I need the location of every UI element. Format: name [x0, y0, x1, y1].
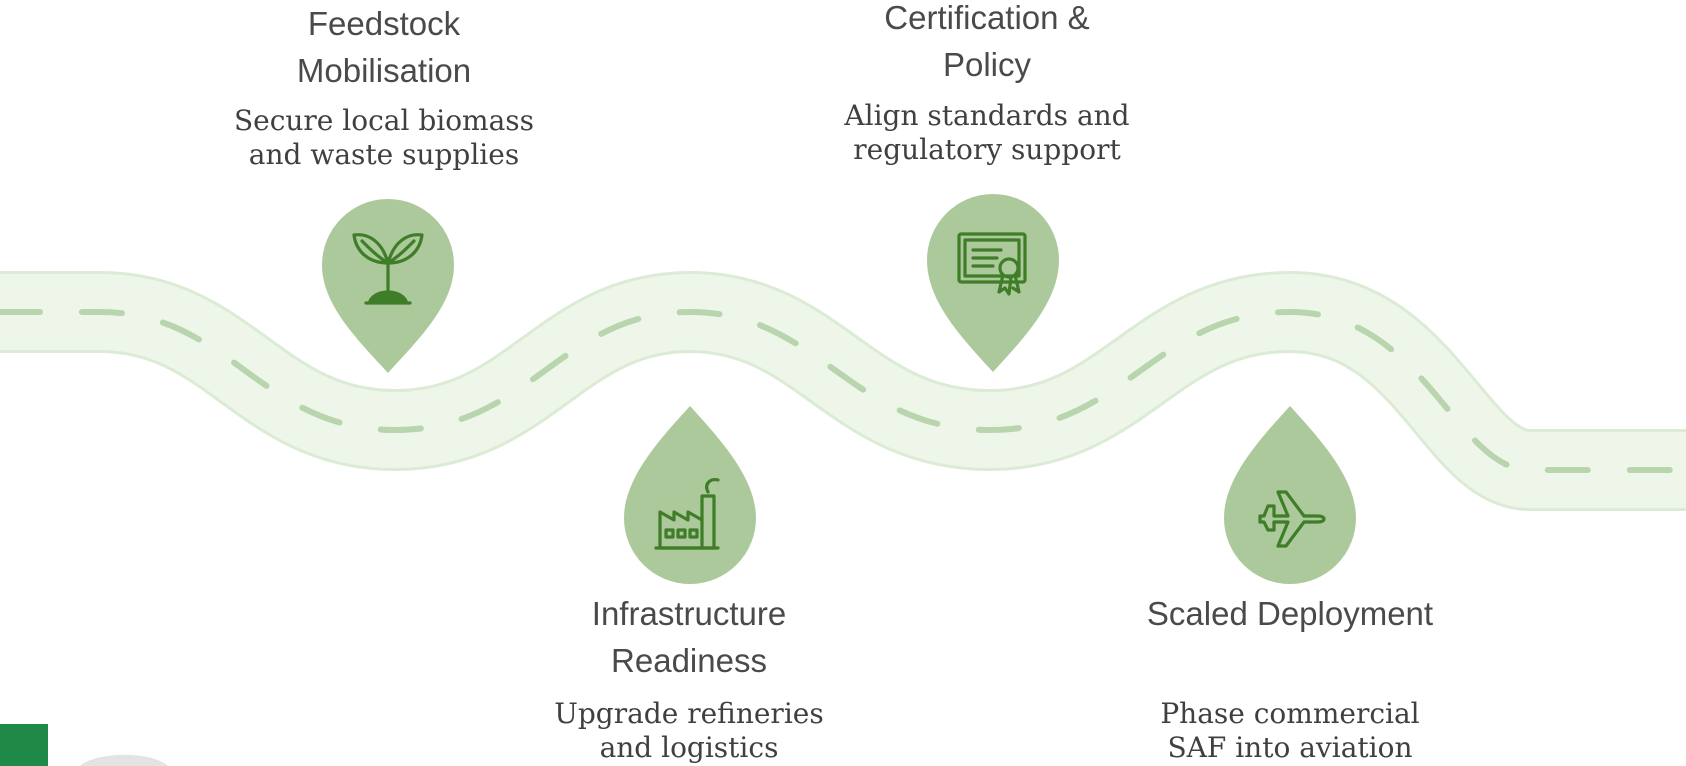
road-centre-dashes [0, 308, 1686, 473]
certificate-icon [957, 232, 1027, 296]
milestone-title-1: Feedstock Mobilisation [296, 5, 472, 89]
milestone-pin-4 [1224, 406, 1356, 584]
factory-icon [654, 478, 720, 550]
accent-square [0, 724, 48, 766]
milestone-description-2: Upgrade refineries and logistics [554, 697, 824, 764]
milestone-description-4: Phase commercial SAF into aviation [1160, 697, 1420, 764]
milestone-description-1: Secure local biomass and waste supplies [233, 104, 535, 171]
pin-marker [624, 406, 756, 584]
milestone-title-2: Infrastructure Readiness [591, 595, 787, 679]
grey-circle-fragment [80, 754, 168, 766]
milestone-title-3: Certification & Policy [884, 0, 1090, 83]
milestone-description-3: Align standards and regulatory support [844, 99, 1130, 166]
airplane-icon [1258, 490, 1326, 548]
milestone-pin-2 [624, 406, 756, 584]
milestone-pin-1 [322, 199, 454, 373]
milestone-pin-3 [927, 194, 1059, 372]
milestone-title-4: Scaled Deployment [1146, 595, 1434, 632]
seedling-icon [352, 233, 424, 305]
